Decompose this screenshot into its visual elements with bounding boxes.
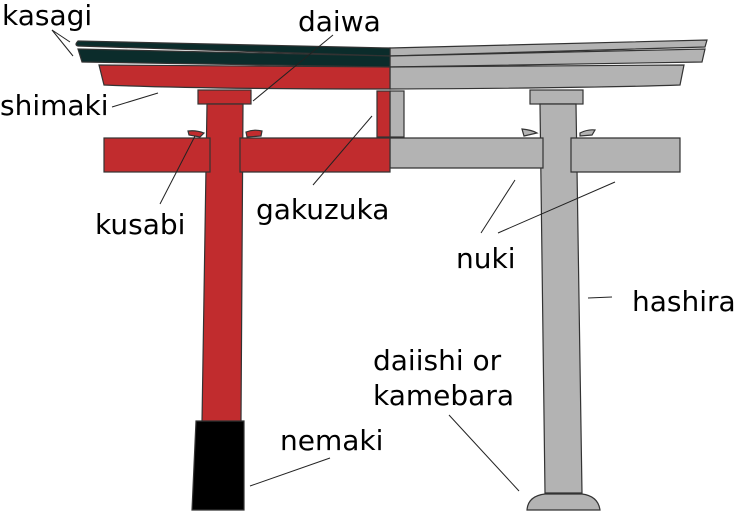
kusabi-left-2 <box>245 129 263 138</box>
leader-daiwa <box>252 34 334 102</box>
label-daiishi-line1: daiishi or <box>373 344 502 377</box>
kasagi-left-bottom <box>77 48 391 68</box>
nuki-right-2 <box>570 137 681 173</box>
daiishi <box>526 493 601 511</box>
leader-nuki-2 <box>497 181 616 234</box>
leader-hashira <box>587 296 613 299</box>
gakuzuka-right <box>389 90 405 138</box>
leader-gakuzuka <box>312 115 373 186</box>
label-daiwa: daiwa <box>298 5 381 38</box>
daiwa-right <box>529 89 584 105</box>
label-kasagi: kasagi <box>2 0 93 32</box>
leader-nemaki <box>249 457 331 487</box>
leader-shimaki <box>111 92 159 108</box>
kusabi-left-1 <box>187 130 206 138</box>
kusabi-right-2 <box>579 129 596 137</box>
nuki-right <box>389 137 544 169</box>
label-nemaki: nemaki <box>280 424 384 457</box>
leader-kusabi <box>159 135 196 205</box>
leader-kasagi-2 <box>51 29 74 57</box>
label-daiishi-line2: kamebara <box>373 379 514 412</box>
shimaki-left <box>98 64 391 90</box>
label-hashira: hashira <box>632 285 736 318</box>
leader-daiishi <box>448 414 520 492</box>
label-kusabi: kusabi <box>95 208 186 241</box>
label-nuki: nuki <box>456 242 516 275</box>
daiwa-left <box>197 89 252 105</box>
leader-nuki-1 <box>480 179 516 234</box>
nuki-left-inner <box>239 137 391 173</box>
label-shimaki: shimaki <box>0 89 109 122</box>
nemaki <box>191 420 245 511</box>
shimaki-right <box>389 64 685 90</box>
gakuzuka-left <box>376 90 391 138</box>
nuki-left-outer <box>103 137 211 173</box>
kusabi-right-1 <box>521 128 539 137</box>
label-gakuzuka: gakuzuka <box>256 193 390 226</box>
leader-kasagi-1 <box>51 29 71 43</box>
